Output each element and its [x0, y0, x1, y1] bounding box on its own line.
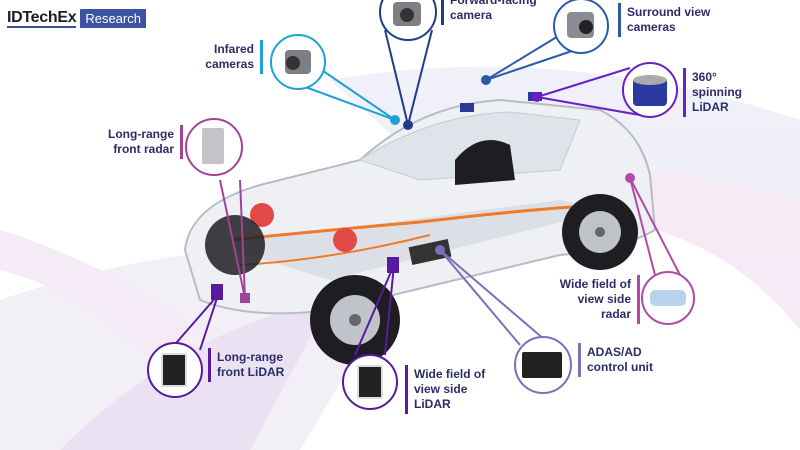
- infrared-callout: [270, 34, 400, 125]
- forward-camera-callout: [379, 0, 437, 130]
- wf-radar-callout: [625, 173, 695, 325]
- lr-radar-callout: [185, 118, 250, 303]
- front-wheel: [310, 275, 400, 365]
- idtechex-logo: IDTechEx Research: [7, 9, 146, 28]
- car-illustration: [183, 92, 657, 365]
- adas-callout: [435, 245, 572, 394]
- logo-brand: IDTechEx: [7, 9, 77, 28]
- lr-lidar-callout: [147, 284, 223, 398]
- lidar360-callout: [532, 62, 678, 118]
- surround-camera-callout: [481, 0, 609, 85]
- rear-wheel: [562, 194, 638, 270]
- logo-tag: Research: [80, 9, 146, 28]
- wf-lidar-callout: [342, 257, 399, 410]
